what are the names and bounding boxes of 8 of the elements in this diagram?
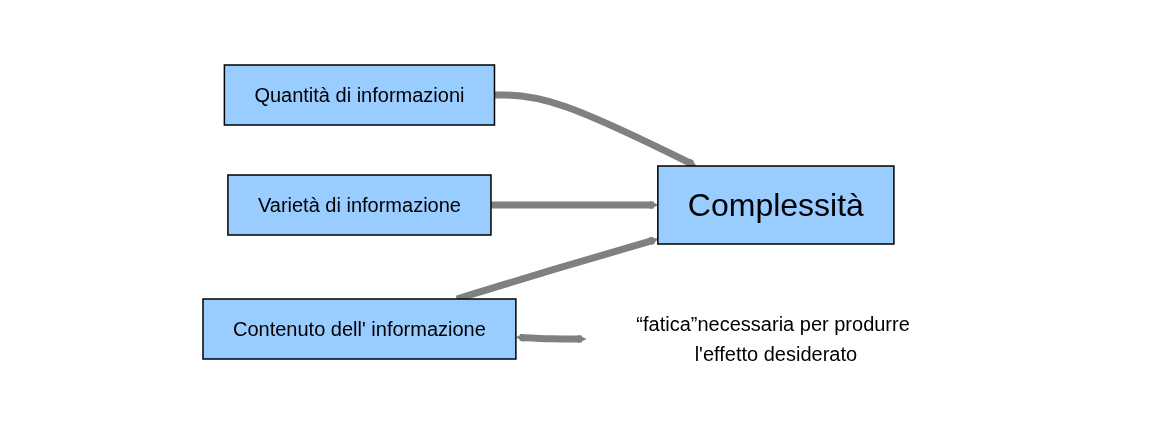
node-box: Complessità (657, 164, 895, 245)
node-box: Varietà di informazione (227, 173, 492, 236)
arrow (515, 332, 587, 343)
node-box: Quantità di informazioni (223, 63, 496, 126)
node-box: Contenuto dell' informazione (202, 297, 517, 360)
arrow (491, 200, 659, 209)
arrow (494, 91, 697, 167)
node-text: “fatica”necessaria per produrre l'effetto desiderato (636, 312, 910, 365)
